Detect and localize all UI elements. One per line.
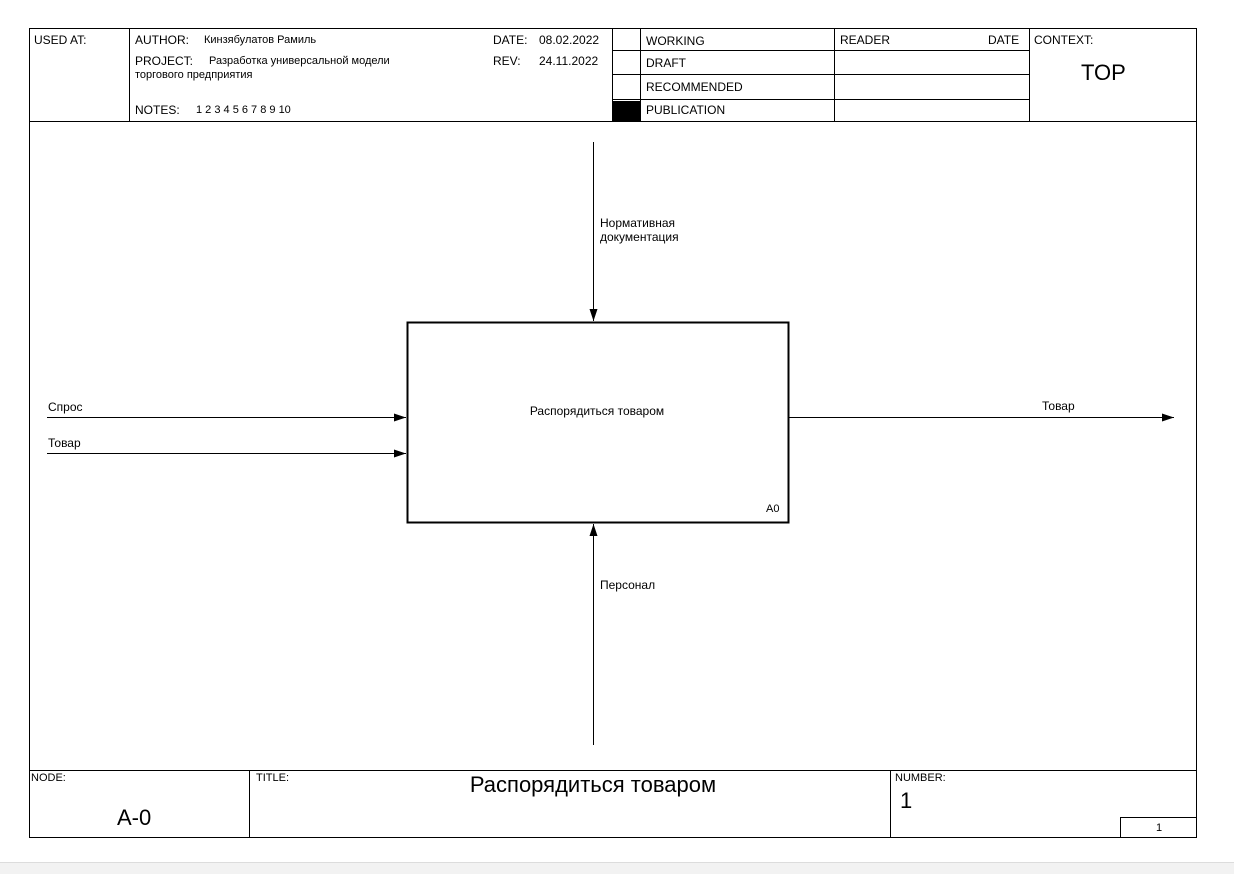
diagram-title: Распорядиться товаром <box>469 772 717 797</box>
function-box-label: Распорядиться товаром <box>529 404 665 418</box>
notes-value: 1 2 3 4 5 6 7 8 9 10 <box>196 104 291 116</box>
header-divider-usedat <box>129 28 130 122</box>
context-label: CONTEXT: <box>1034 33 1094 47</box>
status-row-line-1 <box>612 50 1030 51</box>
notes-label: NOTES: <box>135 103 180 117</box>
rev-value: 24.11.2022 <box>539 54 599 68</box>
node-value: A-0 <box>117 805 152 830</box>
project-line-2: торгового предприятия <box>135 69 253 81</box>
status-working: WORKING <box>646 34 705 48</box>
header-bottom-border <box>29 121 1197 122</box>
status-row-line-2 <box>612 74 1030 75</box>
publication-status-fill <box>612 101 640 121</box>
function-box[interactable] <box>406 321 790 524</box>
date-value: 08.02.2022 <box>539 33 600 47</box>
node-label: NODE: <box>31 772 66 784</box>
function-box-number: A0 <box>766 503 780 515</box>
header-divider-context <box>1029 28 1030 122</box>
project-label: PROJECT: <box>135 54 194 68</box>
status-publication: PUBLICATION <box>646 103 726 117</box>
bottom-scroll-area <box>0 862 1234 874</box>
page-number: 1 <box>1120 817 1197 838</box>
header-divider-date <box>612 28 613 122</box>
number-label: NUMBER: <box>895 772 946 784</box>
number-value: 1 <box>900 788 913 813</box>
status-row-line-3 <box>612 99 1030 100</box>
project-line-1: Разработка универсальной модели <box>209 55 390 67</box>
title-label: TITLE: <box>256 772 290 784</box>
control-arrow-label: Нормативная документация <box>600 216 679 244</box>
reader-label: READER <box>840 33 891 47</box>
status-draft: DRAFT <box>646 56 686 70</box>
author-value: Кинзябулатов Рамиль <box>204 34 317 46</box>
input-arrow-tovar-label: Товар <box>48 436 81 450</box>
status-recommended: RECOMMENDED <box>646 80 743 94</box>
input-arrow-spros-label: Спрос <box>48 400 83 414</box>
mechanism-arrow-label: Персонал <box>600 578 656 592</box>
reader-date-label: DATE <box>988 33 1020 47</box>
rev-label: REV: <box>493 54 521 68</box>
date-label: DATE: <box>493 33 528 47</box>
context-value: TOP <box>1081 60 1126 85</box>
header-divider-reader <box>834 28 835 122</box>
header-divider-status <box>640 28 641 122</box>
output-arrow-tovar-label: Товар <box>1042 399 1075 413</box>
author-label: AUTHOR: <box>135 33 189 47</box>
used-at-label: USED AT: <box>34 33 87 47</box>
idef0-sheet-frame <box>29 28 1197 838</box>
